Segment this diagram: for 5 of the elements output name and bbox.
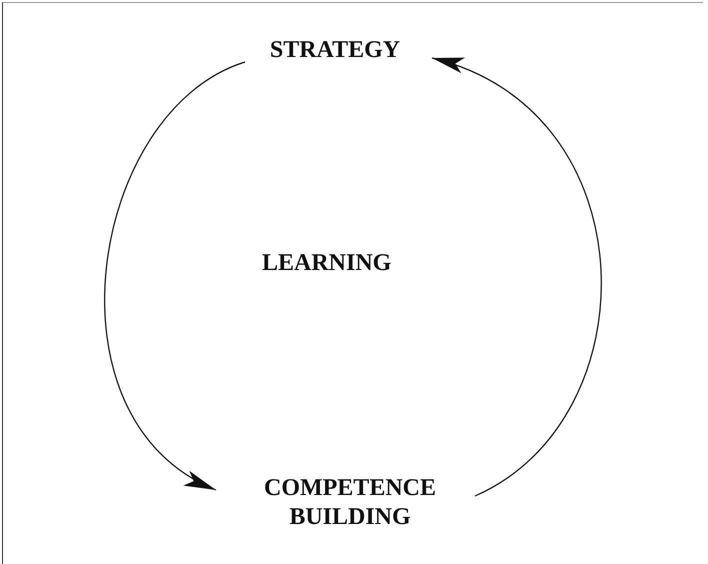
node-label: COMPETENCE BUILDING — [262, 474, 437, 532]
center-label: LEARNING — [262, 250, 392, 277]
curved-arrow — [432, 57, 602, 497]
node-label: STRATEGY — [270, 36, 400, 64]
curved-arrow — [104, 61, 246, 491]
